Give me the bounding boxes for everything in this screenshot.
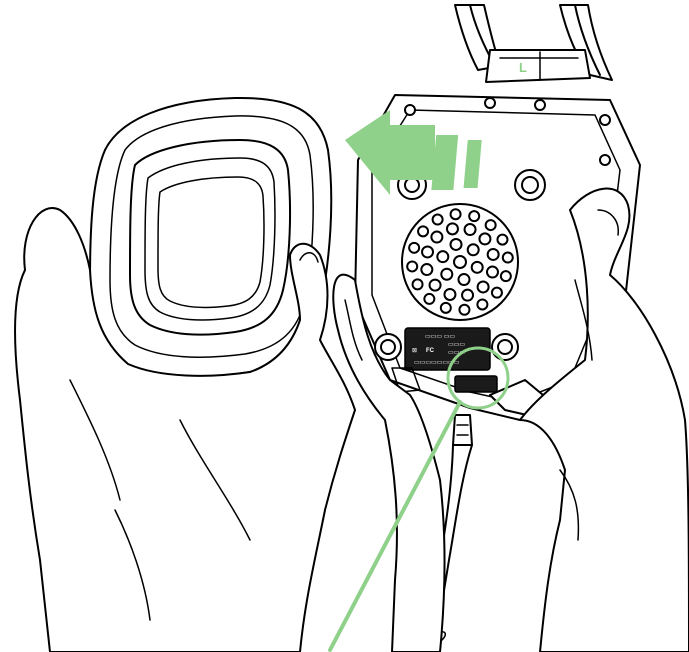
grille-hole: [441, 269, 452, 280]
grille-hole: [479, 233, 490, 244]
svg-text:▭▭▭: ▭▭▭: [448, 342, 465, 348]
grille-hole: [431, 232, 442, 243]
grille-hole: [468, 244, 479, 255]
side-marker-label: L: [519, 60, 527, 75]
svg-text:⊠: ⊠: [412, 348, 417, 354]
svg-text:▭▭▭ ▭▭: ▭▭▭ ▭▭: [425, 334, 455, 340]
grille-hole: [469, 211, 479, 221]
grille-hole: [486, 220, 496, 230]
svg-text:FC: FC: [426, 348, 435, 354]
grille-hole: [462, 290, 473, 301]
grille-hole: [451, 239, 462, 250]
grille-hole: [433, 215, 443, 225]
grille-hole: [437, 251, 448, 262]
speaker-grille: [402, 204, 518, 320]
grille-hole: [503, 253, 513, 263]
grille-hole: [487, 267, 498, 278]
grille-hole: [454, 256, 466, 268]
grille-hole: [447, 223, 458, 234]
grille-hole: [424, 294, 434, 304]
grille-hole: [458, 274, 469, 285]
slider-block: L: [486, 50, 590, 82]
grille-hole: [407, 261, 417, 271]
grille-hole: [501, 271, 511, 281]
grille-hole: [409, 243, 419, 253]
grille-hole: [488, 249, 499, 260]
grille-hole: [492, 288, 502, 298]
grille-hole: [430, 280, 441, 291]
grille-hole: [478, 281, 489, 292]
grille-hole: [444, 289, 455, 300]
grille-hole: [472, 262, 483, 273]
grille-hole: [441, 303, 451, 313]
grille-hole: [413, 279, 423, 289]
grille-hole: [497, 235, 507, 245]
grille-hole: [459, 305, 469, 315]
grille-hole: [418, 226, 428, 236]
grille-hole: [477, 299, 487, 309]
grille-hole: [465, 224, 476, 235]
grille-hole: [421, 264, 432, 275]
grille-hole: [451, 209, 461, 219]
grille-hole: [422, 246, 433, 257]
